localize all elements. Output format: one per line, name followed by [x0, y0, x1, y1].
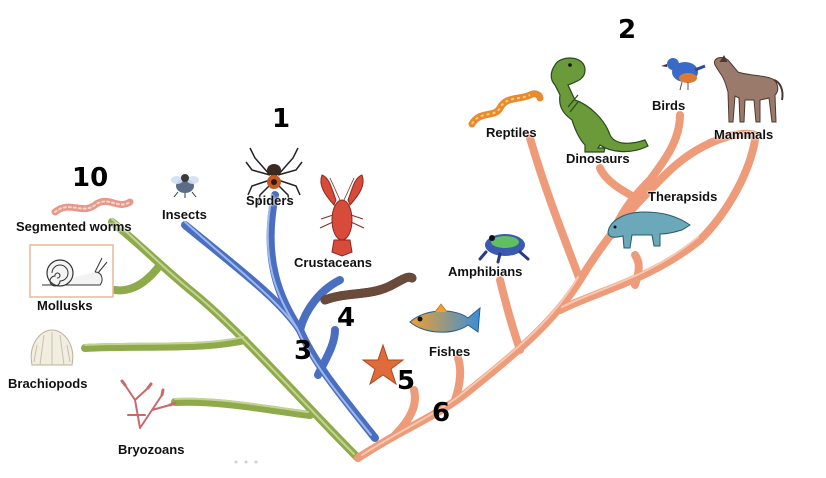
- branch-crustaceans: [296, 276, 344, 334]
- label-amphibians: Amphibians: [448, 264, 523, 279]
- label-mammals: Mammals: [714, 127, 774, 142]
- small-dots: [234, 460, 258, 464]
- bryozoan-illustration: [120, 379, 177, 429]
- branch-myriapods: [314, 326, 339, 379]
- dinosaur-illustration: [550, 57, 649, 153]
- fish-illustration: [409, 303, 481, 333]
- snail-illustration: [29, 244, 114, 298]
- number-6: 6: [432, 398, 451, 428]
- salmon-branches: [354, 111, 759, 462]
- number-1: 1: [272, 104, 291, 134]
- branch-dinosaurs: [596, 164, 644, 204]
- number-10: 10: [72, 163, 109, 193]
- branch-bryozoans: [171, 397, 314, 419]
- branch-starfish: [391, 386, 419, 439]
- crustacean-illustration: [319, 174, 365, 257]
- number-2: 2: [618, 15, 637, 45]
- branch-reptiles: [526, 134, 584, 284]
- insect-illustration: [171, 174, 199, 198]
- branch-brachiopods: [81, 336, 249, 352]
- label-segmented-worms: Segmented worms: [16, 219, 132, 234]
- label-therapsids: Therapsids: [648, 189, 718, 204]
- branch-main-trunk: [354, 129, 759, 462]
- branch-amphibians: [496, 276, 524, 354]
- label-birds: Birds: [652, 98, 686, 113]
- mammal-illustration: [713, 55, 784, 123]
- label-brachiopods: Brachiopods: [8, 376, 88, 391]
- branch-therapsids: [631, 251, 643, 289]
- bird-illustration: [661, 58, 706, 91]
- label-reptiles: Reptiles: [486, 125, 537, 140]
- segmented-worm-illustration: [51, 197, 134, 216]
- branch-mollusks: [111, 261, 164, 295]
- starfish-illustration: [361, 343, 405, 386]
- label-dinosaurs: Dinosaurs: [566, 151, 630, 166]
- millipede-illustration: [320, 272, 417, 305]
- label-insects: Insects: [162, 207, 207, 222]
- label-fishes: Fishes: [429, 344, 471, 359]
- number-4: 4: [337, 303, 356, 333]
- branch-mammals: [556, 136, 759, 314]
- amphibian-illustration: [478, 234, 530, 264]
- number-3: 3: [294, 336, 313, 366]
- therapsid-illustration: [607, 211, 691, 249]
- spider-illustration: [245, 147, 303, 206]
- label-spiders: Spiders: [246, 193, 294, 208]
- label-crustaceans: Crustaceans: [294, 255, 373, 270]
- branch-fishes: [451, 354, 465, 404]
- label-bryozoans: Bryozoans: [118, 442, 185, 457]
- branch-spiders: [266, 191, 304, 334]
- reptile-illustration: [468, 90, 544, 128]
- label-mollusks: Mollusks: [37, 298, 93, 313]
- number-5: 5: [397, 366, 416, 396]
- brachiopod-illustration: [30, 329, 74, 366]
